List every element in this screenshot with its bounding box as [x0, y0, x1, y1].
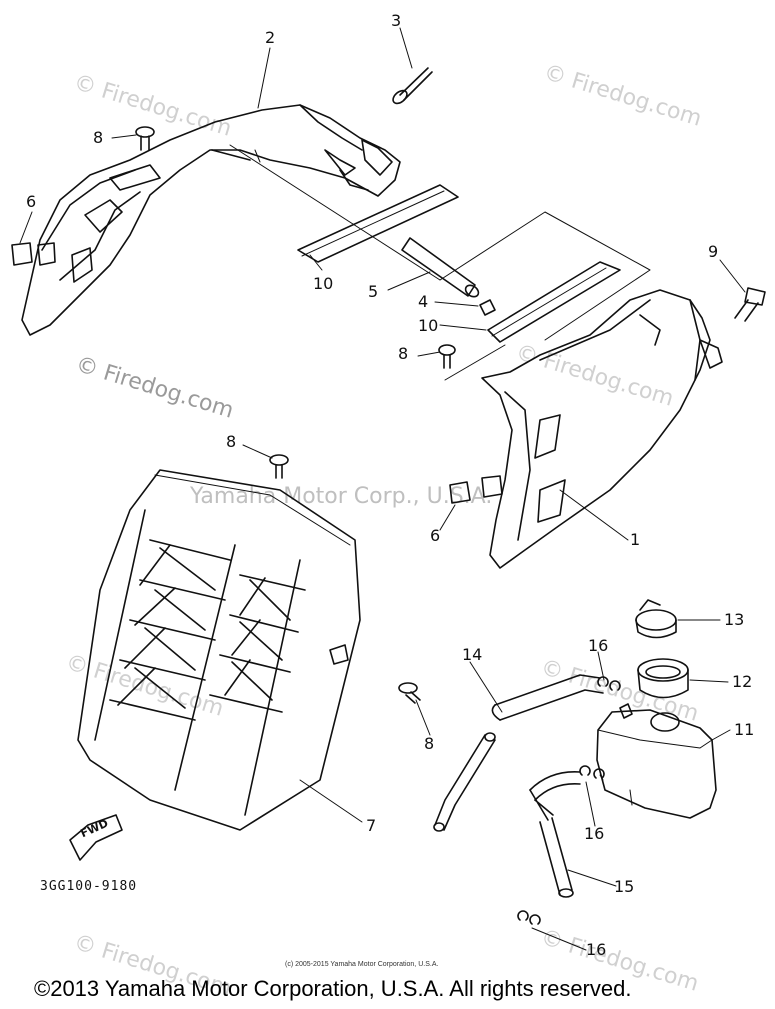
callout-13: 13 [724, 610, 745, 629]
callout-3: 3 [391, 11, 402, 30]
part-12-cap-ring [637, 658, 689, 699]
callout-9: 9 [708, 242, 719, 261]
callout-8: 8 [398, 344, 409, 363]
part-4-clip [479, 299, 496, 316]
part-8-screw [438, 344, 456, 369]
part-13-cap [635, 599, 677, 639]
part-9-bolt [734, 287, 766, 322]
part-6-nut [11, 242, 56, 266]
small-copyright: (c) 2005-2015 Yamaha Motor Corporation, … [285, 961, 439, 968]
part-8-screw [398, 682, 421, 704]
part-15-hose [529, 771, 581, 898]
callout-8: 8 [93, 128, 104, 147]
part-11-reservoir-tank [596, 703, 717, 819]
callout-11: 11 [734, 720, 755, 739]
leader-lines [19, 27, 746, 951]
part-6-nut [449, 475, 503, 504]
callout-5: 5 [368, 282, 379, 301]
part-14-hose [433, 674, 604, 832]
callout-16: 16 [584, 824, 605, 843]
part-7-radiator-grill [77, 469, 361, 831]
callout-2: 2 [265, 28, 276, 47]
callout-12: 12 [732, 672, 753, 691]
callout-7: 7 [366, 816, 377, 835]
part-code: 3GG100-9180 [40, 879, 138, 894]
part-3-rivet [392, 67, 433, 105]
assembly-leader [439, 211, 651, 341]
copyright-notice: ©2013 Yamaha Motor Corporation, U.S.A. A… [34, 976, 632, 1001]
callout-16: 16 [588, 636, 609, 655]
callout-8: 8 [424, 734, 435, 753]
part-5-tube [401, 237, 480, 298]
callout-15: 15 [614, 877, 635, 896]
callout-10: 10 [418, 316, 439, 335]
part-10-strips [297, 184, 621, 343]
callout-6: 6 [430, 526, 441, 545]
part-16-clamp [597, 676, 621, 691]
callout-1: 1 [630, 530, 641, 549]
callout-4: 4 [418, 292, 429, 311]
callout-14: 14 [462, 645, 483, 664]
part-16-clamp [579, 765, 605, 779]
part-2-side-cover [21, 104, 441, 336]
fwd-arrow [69, 814, 123, 861]
part-8-screw [135, 126, 155, 151]
callout-16: 16 [586, 940, 607, 959]
callout-10: 10 [313, 274, 334, 293]
callout-8: 8 [226, 432, 237, 451]
callout-6: 6 [26, 192, 37, 211]
part-16-clamp [517, 910, 541, 925]
center-watermark: Yamaha Motor Corp., U.S.A. [190, 484, 493, 509]
part-8-screw [269, 454, 289, 479]
part-1-side-cover [481, 289, 723, 569]
